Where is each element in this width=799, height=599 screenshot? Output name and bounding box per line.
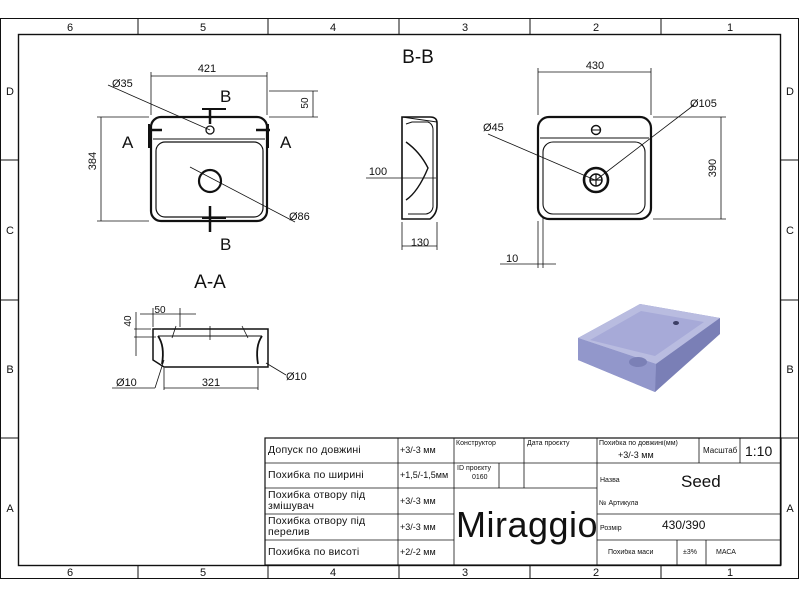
- project-id-label: ID проєкту: [457, 465, 492, 472]
- tol-width-label: Похибка по ширині: [268, 469, 364, 481]
- article-label: № Артикула: [599, 500, 639, 507]
- front-dia-left: Ø45: [483, 122, 504, 134]
- section-aa-dim-top: 50: [154, 305, 166, 316]
- title-block: [264, 437, 782, 566]
- top-view: [97, 72, 318, 232]
- tol-width-value: +1,5/-1,5мм: [400, 470, 449, 480]
- col-label-3-bottom: 3: [462, 567, 468, 579]
- col-label-2-top: 2: [593, 22, 599, 34]
- section-aa-dim-bottom: 321: [202, 377, 220, 389]
- section-b-top: B: [220, 87, 231, 106]
- inner-frame: [17, 33, 782, 567]
- drain-hole: [197, 168, 223, 194]
- constructor-label: Конструктор: [456, 440, 496, 447]
- col-label-3-top: 3: [462, 22, 468, 34]
- top-view-bowl: [155, 141, 264, 218]
- section-aa-dia-right: Ø10: [286, 371, 307, 383]
- tol-overflow-label: Похибка отвору під перелив: [268, 516, 366, 538]
- col-label-1-top: 1: [727, 22, 733, 34]
- scale-label: Масштаб: [703, 446, 738, 455]
- row-label-a-left: A: [6, 503, 14, 515]
- section-aa-dim-side: 40: [123, 315, 134, 327]
- top-dim-height: 384: [87, 152, 99, 170]
- project-id-value: 0160: [472, 474, 488, 481]
- row-label-c-left: C: [6, 225, 14, 237]
- col-label-1-bottom: 1: [727, 567, 733, 579]
- front-dim-width: 430: [586, 60, 604, 72]
- frame-ticks: [0, 18, 799, 579]
- row-label-d-left: D: [6, 86, 14, 98]
- scale-value: 1:10: [745, 443, 773, 459]
- row-label-d-right: D: [786, 86, 794, 98]
- tol-tap-hole-label: Похибка отвору під змішувач: [268, 490, 366, 512]
- col-label-4-top: 4: [330, 22, 336, 34]
- col-label-5-top: 5: [200, 22, 206, 34]
- row-label-c-right: C: [786, 225, 794, 237]
- tol-tap-hole-value: +3/-3 мм: [400, 496, 436, 506]
- top-dim-top: 50: [300, 97, 311, 109]
- row-label-a-right: A: [786, 503, 794, 515]
- section-bb-title: B-B: [402, 47, 434, 68]
- section-aa-dia-left: Ø10: [116, 377, 137, 389]
- top-dia-left: Ø35: [112, 78, 133, 90]
- section-bb-view: [366, 116, 438, 250]
- size-label: Розмір: [600, 525, 622, 532]
- col-label-4-bottom: 4: [330, 567, 336, 579]
- section-b-bottom: B: [220, 235, 231, 254]
- col-label-6-bottom: 6: [67, 567, 73, 579]
- mass-tol-label: Похибка маси: [608, 549, 654, 556]
- size-value: 430/390: [662, 518, 706, 532]
- col-label-6-top: 6: [67, 22, 73, 34]
- outer-frame: [0, 18, 799, 579]
- row-label-b-left: B: [6, 364, 13, 376]
- name-value: Seed: [681, 472, 721, 491]
- row-label-b-right: B: [786, 364, 793, 376]
- length-tol-value: +3/-3 мм: [618, 450, 654, 460]
- project-date-label: Дата проєкту: [527, 440, 570, 447]
- section-a-right: A: [280, 133, 292, 152]
- tol-height-label: Похибка по висоті: [268, 546, 360, 558]
- front-dim-height: 390: [707, 159, 719, 177]
- section-aa-view: [112, 308, 287, 390]
- name-label: Назва: [600, 477, 620, 484]
- tol-height-value: +2/-2 мм: [400, 547, 436, 557]
- section-bb-dim-width: 130: [411, 237, 429, 249]
- front-dia-right: Ø105: [690, 98, 717, 110]
- tol-length-label: Допуск по довжині: [268, 444, 361, 456]
- mass-tol-value: ±3%: [683, 549, 697, 556]
- brand-logo: Miraggio: [456, 504, 599, 545]
- col-label-5-bottom: 5: [200, 567, 206, 579]
- basin-3d-render: [578, 304, 720, 392]
- front-view: [487, 68, 726, 268]
- tap-hole: [205, 125, 215, 135]
- top-dia-right: Ø86: [289, 211, 310, 223]
- col-label-2-bottom: 2: [593, 567, 599, 579]
- mass-label: МАСА: [716, 549, 736, 556]
- section-a-left: A: [122, 133, 134, 152]
- section-bb-dim-depth: 100: [369, 166, 387, 178]
- section-aa-title: A-A: [194, 272, 226, 293]
- tol-length-value: +3/-3 мм: [400, 445, 436, 455]
- tol-overflow-value: +3/-3 мм: [400, 522, 436, 532]
- front-dim-bottom: 10: [506, 253, 518, 265]
- length-tol-label: Похибка по довжині(мм): [599, 440, 678, 447]
- top-dim-width: 421: [198, 63, 216, 75]
